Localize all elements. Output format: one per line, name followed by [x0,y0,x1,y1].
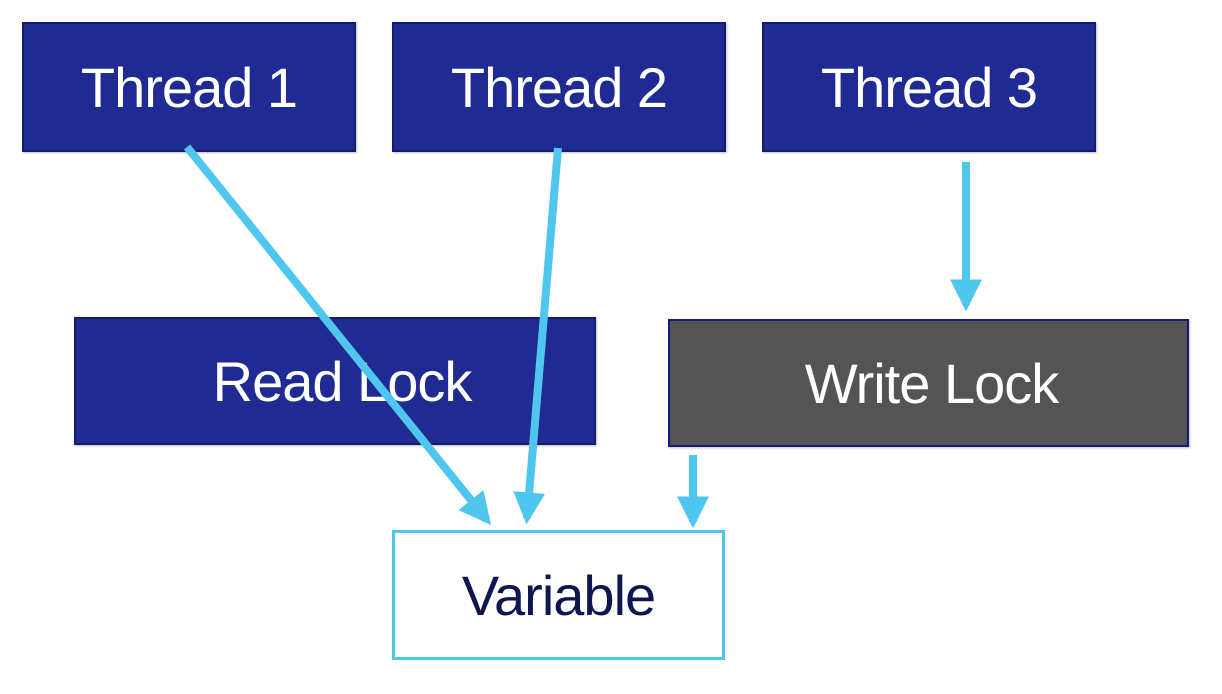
thread-2-label: Thread 2 [450,55,668,119]
thread-1-label: Thread 1 [80,55,298,119]
thread-2-box: Thread 2 [392,22,726,152]
write-lock-box: Write Lock [668,319,1189,447]
write-lock-label: Write Lock [804,351,1059,415]
variable-box: Variable [392,530,725,660]
variable-label: Variable [461,563,656,627]
read-lock-box: Read Lock [74,317,596,445]
thread-1-box: Thread 1 [22,22,356,152]
read-lock-label: Read Lock [212,349,473,413]
thread-3-box: Thread 3 [762,22,1096,152]
thread-3-label: Thread 3 [820,55,1038,119]
